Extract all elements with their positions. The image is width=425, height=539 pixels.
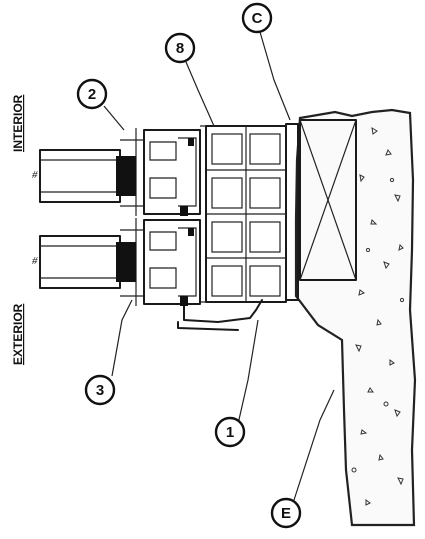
interior-label: INTERIOR bbox=[11, 94, 25, 152]
callout-1: 1 bbox=[214, 416, 246, 448]
callout-c: C bbox=[241, 2, 273, 34]
exterior-flange bbox=[177, 297, 263, 331]
leader-lines bbox=[103, 31, 335, 501]
glazing-units bbox=[39, 149, 121, 289]
svg-text:2: 2 bbox=[88, 86, 96, 103]
concrete-sill bbox=[294, 108, 417, 527]
callout-8: 8 bbox=[164, 32, 196, 64]
glazing-sealant bbox=[116, 138, 194, 306]
svg-text:3: 3 bbox=[96, 382, 104, 399]
sill-frame bbox=[205, 125, 287, 303]
glass-mark-upper: # bbox=[32, 169, 38, 181]
svg-text:E: E bbox=[281, 505, 291, 522]
exterior-label: EXTERIOR bbox=[11, 303, 25, 365]
svg-text:C: C bbox=[252, 10, 263, 27]
callout-e: E bbox=[270, 497, 302, 529]
wood-blocking bbox=[299, 119, 357, 281]
concrete-aggregate bbox=[351, 127, 405, 506]
callout-2: 2 bbox=[76, 78, 108, 110]
callout-3: 3 bbox=[84, 374, 116, 406]
svg-text:1: 1 bbox=[226, 424, 234, 441]
glass-mark-lower: # bbox=[32, 255, 38, 267]
svg-text:8: 8 bbox=[176, 40, 184, 57]
